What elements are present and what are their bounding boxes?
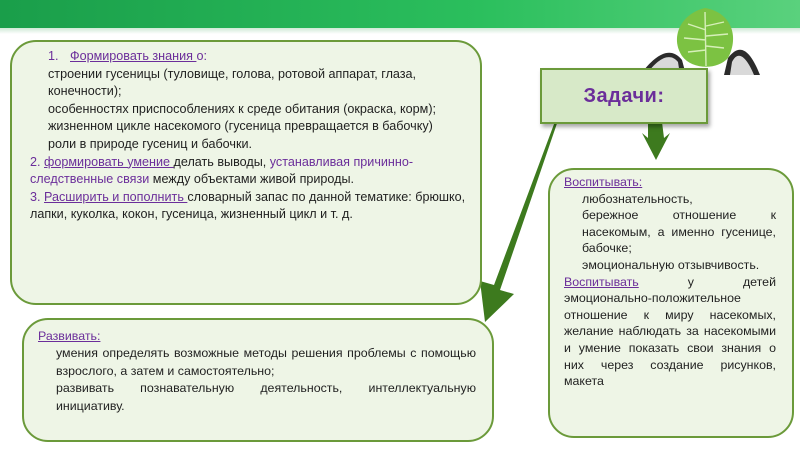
formirovat-list: строении гусеницы (туловище, голова, рот…: [30, 66, 466, 154]
list-item: эмоциональную отзывчивость.: [564, 257, 776, 274]
list-item-text: бережное отношение к насекомым, а именно…: [582, 208, 776, 256]
list-item-text: эмоциональную отзывчивость.: [582, 257, 760, 272]
list-item-text: любознательность,: [582, 191, 693, 206]
zadachi-title-box: Задачи:: [540, 68, 708, 124]
list-item: строении гусеницы (туловище, голова, рот…: [30, 66, 466, 101]
list-item: особенностях приспособлениях к среде оби…: [30, 101, 466, 119]
top-green-band: [0, 0, 800, 28]
list-item-text: умения определять возможные методы решен…: [56, 346, 476, 378]
list-number: 1.: [48, 49, 59, 63]
point-tail: между объектами живой природы.: [149, 172, 355, 187]
list-item-text: жизненном цикле насекомого (гусеница пре…: [48, 119, 433, 134]
list-item: развивать познавательную деятельность, и…: [38, 380, 476, 415]
vospityvat-panel: Воспитывать: любознательность, бережное …: [548, 168, 794, 438]
list-item-text: строении гусеницы (туловище, голова, рот…: [48, 66, 417, 99]
top-band-shadow: [0, 28, 800, 34]
formirovat-heading-suffix: о:: [196, 49, 207, 63]
list-item-text: роли в природе гусениц и бабочки.: [48, 136, 253, 151]
point-text: делать выводы,: [173, 154, 270, 169]
razvivat-panel: Развивать: умения определять возможные м…: [22, 318, 494, 442]
formirovat-heading-text: Формировать знания: [70, 49, 197, 63]
point-lead: Расширить и пополнить: [44, 189, 188, 204]
point-lead: формировать умение: [44, 154, 174, 169]
formirovat-panel: 1. Формировать знания о: строении гусениц…: [10, 40, 482, 305]
point-number: 3.: [30, 189, 45, 204]
list-item: любознательность,: [564, 191, 776, 208]
formirovat-heading: 1. Формировать знания о:: [30, 48, 466, 66]
vospityvat-paragraph: Воспитывать у детей эмоционально-положит…: [564, 274, 776, 390]
list-item-text: развивать познавательную деятельность, и…: [56, 381, 476, 413]
list-item: умения определять возможные методы решен…: [38, 345, 476, 380]
list-item: роли в природе гусениц и бабочки.: [30, 136, 466, 154]
razvivat-list: умения определять возможные методы решен…: [38, 345, 476, 415]
arrow-down-left: [480, 100, 565, 322]
vospityvat-heading: Воспитывать:: [564, 175, 643, 189]
vospityvat-list: любознательность, бережное отношение к н…: [564, 191, 776, 274]
point-text: словарный запас по данной тематике: брюш…: [30, 189, 466, 222]
list-item: жизненном цикле насекомого (гусеница пре…: [30, 118, 466, 136]
razvivat-heading: Развивать:: [38, 329, 101, 343]
point-highlight: устанавливая причинно-следственные связи: [30, 154, 414, 187]
arrow-down-right: [642, 122, 670, 160]
formirovat-point-3: 3. Расширить и пополнить словарный запас…: [30, 189, 466, 224]
formirovat-point-2: 2. формировать умение делать выводы, уст…: [30, 154, 466, 189]
point-lead: Воспитывать: [564, 274, 639, 289]
list-item-text: особенностях приспособлениях к среде оби…: [48, 101, 437, 116]
point-number: 2.: [30, 154, 45, 169]
point-text: у детей эмоционально-положительное отнош…: [564, 274, 776, 389]
list-item: бережное отношение к насекомым, а именно…: [564, 207, 776, 257]
page-title: Задачи:: [583, 84, 665, 107]
